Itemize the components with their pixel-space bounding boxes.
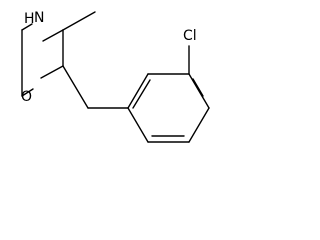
phenyl-bond-2 — [127, 73, 149, 109]
bond-c2-phenyl — [62, 65, 89, 109]
chemical-structure-diagram: N H O Cl — [21, 10, 210, 143]
chlorine-label: Cl — [183, 28, 197, 44]
bond-c2-o — [40, 65, 64, 79]
bond-c5-n — [21, 23, 33, 31]
chlorophenyl-ring — [87, 73, 210, 143]
bond-methyl — [62, 11, 96, 31]
oxygen-label: O — [21, 89, 32, 105]
morpholine-ring — [21, 23, 64, 97]
phenyl-bond-5 — [188, 107, 210, 143]
phenyl-bond-7 — [127, 107, 149, 143]
bond-n-c3 — [42, 29, 64, 42]
phenyl-double-bond-2 — [192, 78, 204, 97]
nitrogen-label: N — [34, 10, 44, 26]
bond-o-c6 — [21, 88, 34, 97]
phenyl-double-bond-1 — [132, 79, 151, 109]
phenyl-bond-4 — [188, 73, 210, 109]
hydrogen-label: H — [24, 11, 35, 27]
